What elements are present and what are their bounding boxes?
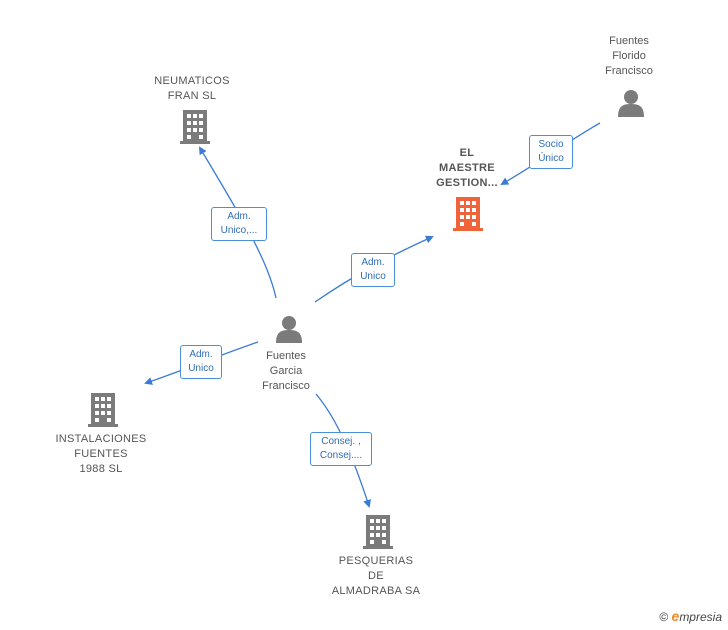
edge-label-socio-unico[interactable]: Socio Único (529, 135, 573, 169)
node-label-fuentes-garcia[interactable]: Fuentes Garcia Francisco (262, 350, 310, 392)
node-label-instalaciones[interactable]: INSTALACIONES FUENTES 1988 SL (55, 433, 147, 475)
person-icon[interactable] (618, 90, 644, 117)
building-icon[interactable] (453, 197, 483, 231)
person-icon[interactable] (276, 316, 302, 343)
brand-initial: e (671, 608, 680, 624)
edge-label-adm-unico-instalaciones[interactable]: Adm. Unico (180, 345, 222, 379)
copyright-symbol: © (659, 610, 669, 624)
edge-label-adm-unico-neumaticos[interactable]: Adm. Unico,... (211, 207, 267, 241)
edge-label-adm-unico-maestre[interactable]: Adm. Unico (351, 253, 395, 287)
brand-name: mpresia (679, 610, 722, 624)
node-label-el-maestre[interactable]: EL MAESTRE GESTION... (436, 147, 498, 189)
node-label-pesquerias[interactable]: PESQUERIAS DE ALMADRABA SA (331, 555, 421, 597)
edge-label-consej[interactable]: Consej. , Consej.... (310, 432, 372, 466)
building-icon[interactable] (180, 110, 210, 144)
node-label-fuentes-florido[interactable]: Fuentes Florido Francisco (605, 35, 653, 77)
building-icon[interactable] (88, 393, 118, 427)
node-label-neumaticos[interactable]: NEUMATICOS FRAN SL (154, 75, 230, 102)
empresia-logo: © empresia (659, 608, 722, 624)
building-icon[interactable] (363, 515, 393, 549)
